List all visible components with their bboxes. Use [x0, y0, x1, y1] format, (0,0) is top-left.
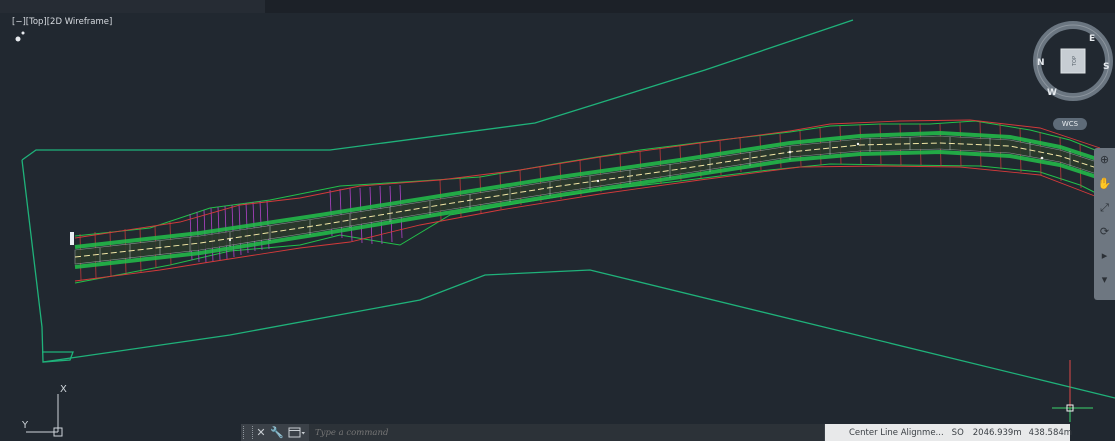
command-line-grip[interactable] [243, 426, 253, 439]
showmotion-icon[interactable]: ▸ [1101, 249, 1108, 262]
command-prompt-icon[interactable] [285, 424, 309, 441]
boundary-upper-line[interactable] [21, 19, 854, 161]
compass-south[interactable]: S [1103, 62, 1109, 72]
x-coordinate: 2046.939m [972, 427, 1022, 438]
navigation-bar[interactable]: ⊕ ✋ ⤢ ⟳ ▸ ▾ [1094, 148, 1115, 300]
daylight-upper-line [74, 119, 1101, 239]
model-viewport[interactable] [10, 13, 1115, 441]
command-input[interactable] [309, 424, 824, 441]
zoom-extents-icon[interactable]: ⤢ [1100, 201, 1109, 214]
status-bar: Center Line Alignme... SO 2046.939m 438.… [825, 424, 1073, 441]
command-line[interactable]: ✕ 🔧 [241, 424, 825, 441]
full-navigation-wheel-icon[interactable]: ⊕ [1099, 153, 1110, 166]
wrench-icon[interactable]: 🔧 [270, 426, 284, 439]
corridor-band-upper [74, 130, 1101, 249]
ucs-icon: X Y [21, 384, 67, 437]
boundary-left-line[interactable] [21, 159, 74, 363]
close-icon[interactable]: ✕ [256, 426, 266, 439]
wcs-menu[interactable]: WCS [1053, 118, 1087, 130]
boundary-lower-line[interactable] [42, 269, 1115, 399]
ucs-x-label: X [60, 384, 67, 395]
corridor-band-lower [74, 149, 1101, 269]
ucs-y-label: Y [21, 420, 29, 431]
station-markers [228, 142, 1102, 242]
compass-west[interactable]: W [1047, 88, 1057, 98]
navigation-dots-icon [15, 31, 25, 42]
file-tab-strip [0, 0, 1115, 13]
file-tab[interactable] [0, 0, 265, 13]
station-ticks [99, 137, 1071, 262]
pan-icon[interactable]: ✋ [1097, 177, 1112, 190]
viewcube-top-face[interactable] [1060, 48, 1086, 74]
crosshair-cursor [1052, 360, 1093, 422]
alignment-name[interactable]: Center Line Alignme... [849, 427, 944, 438]
viewport-controls-label[interactable]: [−][Top][2D Wireframe] [12, 17, 113, 27]
y-coordinate: 438.584m [1028, 427, 1073, 438]
daylight-lower-line [74, 165, 1101, 282]
orbit-icon[interactable]: ⟳ [1099, 225, 1110, 238]
road-surface [74, 135, 1101, 265]
viewcube[interactable]: TOP E N S W [1033, 21, 1113, 101]
navbar-menu-icon[interactable]: ▾ [1101, 273, 1108, 286]
center-line-alignment[interactable] [74, 142, 1101, 258]
compass-north[interactable]: N [1037, 58, 1045, 68]
viewcube-face-label: TOP [1072, 56, 1078, 67]
compass-east[interactable]: E [1089, 34, 1095, 44]
alignment-start-marker[interactable] [70, 232, 74, 245]
station-offset-label: SO [951, 427, 964, 438]
